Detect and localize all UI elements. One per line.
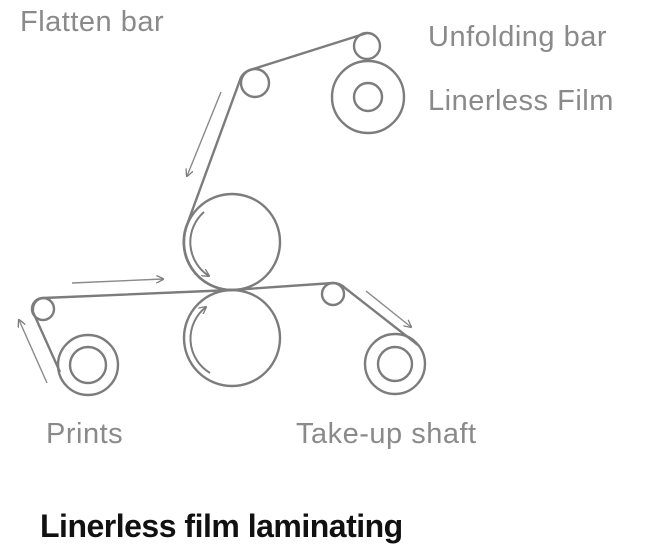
prints-direction-arrow — [71, 279, 163, 284]
label-linerless-film: Linerless Film — [428, 85, 614, 117]
prints-feed-arrow — [19, 320, 48, 384]
film-reel-inner — [352, 81, 384, 113]
right-guide-roller — [320, 281, 346, 307]
take-up-reel-inner — [376, 345, 414, 383]
take-up-direction-arrow — [365, 290, 411, 327]
prints-path — [31, 281, 419, 373]
film-direction-arrow — [187, 91, 222, 176]
film-reel-outer — [330, 59, 406, 135]
prints-reel-inner — [68, 345, 108, 385]
label-take-up-shaft: Take-up shaft — [296, 418, 477, 450]
prints-reel-outer — [56, 333, 120, 397]
bottom-laminating-roller — [182, 288, 282, 388]
diagram-title: Linerless film laminating — [40, 508, 403, 544]
take-up-reel-outer — [363, 332, 427, 396]
top-roller-rotation-arrow — [189, 211, 209, 276]
film-path — [182, 31, 368, 292]
bottom-roller-rotation-arrow — [189, 307, 211, 374]
label-unfolding-bar: Unfolding bar — [428, 21, 607, 53]
label-prints: Prints — [46, 418, 124, 450]
label-flatten-bar: Flatten bar — [20, 6, 165, 38]
